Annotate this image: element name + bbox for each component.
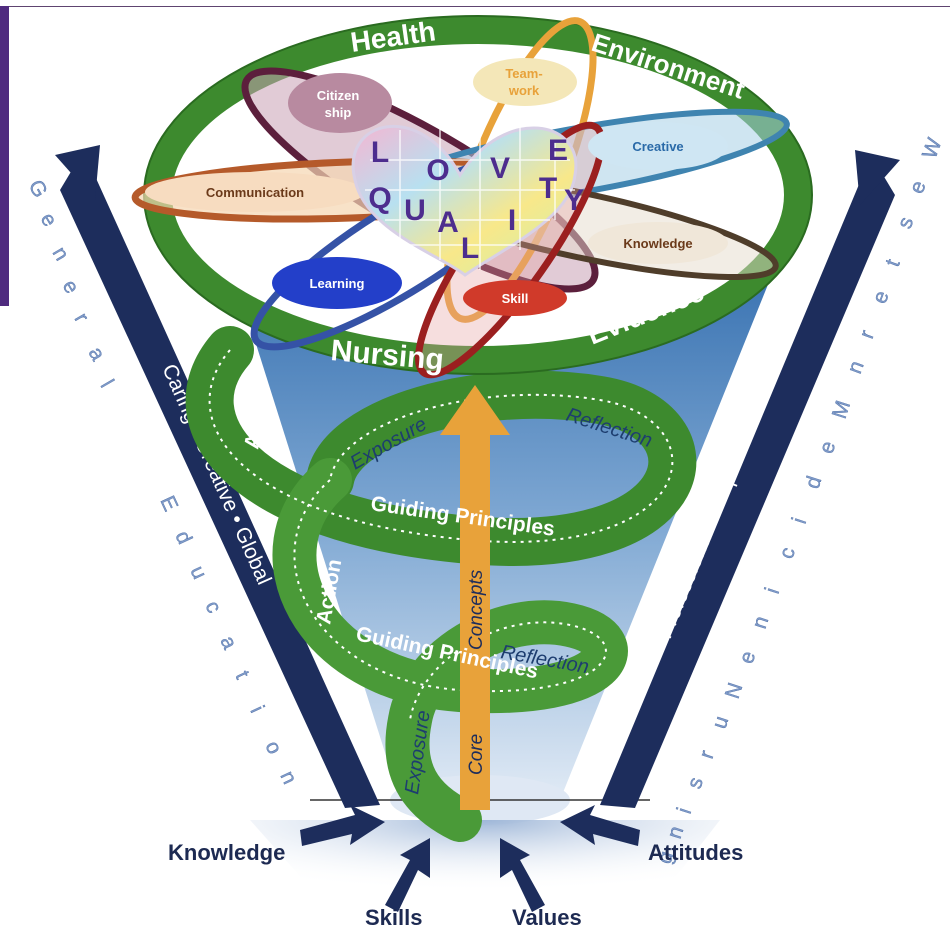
general-education-letter: r — [70, 309, 93, 327]
western-medicine-nursing-letter: e — [815, 438, 840, 456]
learning-label: Learning — [310, 276, 365, 291]
citizenship-blob — [288, 73, 392, 133]
general-education-letter: d — [170, 527, 196, 547]
general-education-letter: e — [58, 276, 84, 298]
western-medicine-nursing-letter: e — [905, 178, 931, 197]
western-medicine-nursing-letter: s — [683, 774, 708, 791]
spiral — [185, 326, 697, 842]
puzzle-lines — [365, 125, 575, 270]
input-arrows — [300, 805, 640, 912]
attitudes-input-arrow — [560, 805, 640, 846]
western-medicine-nursing-letter: N — [721, 680, 748, 702]
input-values: Values — [512, 905, 582, 928]
knowledge-input-arrow — [300, 805, 385, 846]
communication-label: Communication — [206, 185, 304, 200]
quality-letter: T — [539, 172, 557, 205]
western-medicine-nursing-letter: e — [735, 648, 760, 666]
general-education-letter: t — [230, 667, 253, 682]
right-arrow-head — [855, 150, 900, 205]
quality-letter: Q — [368, 182, 391, 215]
teamwork-blob — [473, 58, 577, 106]
skill-label: Skill — [502, 291, 529, 306]
western-medicine-nursing-letter: s — [893, 214, 918, 232]
western-medicine-nursing-letter: n — [843, 358, 869, 377]
general-education-letter: c — [200, 597, 225, 616]
western-medicine-nursing-letter: d — [801, 473, 826, 491]
general-education-letter: a — [84, 343, 110, 365]
input-knowledge: Knowledge — [168, 840, 285, 865]
right-arrow — [600, 170, 895, 808]
general-education-letter: e — [36, 209, 62, 231]
top-border — [0, 6, 950, 7]
western-medicine-nursing-letter: r — [695, 748, 719, 762]
general-education-letter: l — [96, 376, 118, 392]
left-arrow-head — [55, 145, 100, 200]
center-arrow-core: Core — [466, 734, 487, 775]
quality-letter: A — [437, 206, 459, 239]
creative-label: Creative — [632, 139, 683, 154]
left-arrow — [60, 165, 380, 808]
teamwork-label-2: work — [508, 83, 540, 98]
western-medicine-nursing-letter: c — [775, 544, 800, 561]
western-medicine-nursing-letter: i — [673, 805, 696, 817]
love-letter: E — [548, 134, 568, 167]
western-medicine-nursing-letter: M — [828, 398, 855, 422]
spiral-upper-action: Action — [240, 383, 274, 451]
sidebar-accent-bar — [0, 6, 9, 306]
center-arrow-head — [440, 385, 510, 435]
teamwork-label-1: Team- — [505, 66, 542, 81]
general-education-letter: u — [185, 562, 211, 582]
quality-letter: Y — [564, 184, 584, 217]
quality-letter: U — [404, 194, 426, 227]
general-education-letter: E — [155, 492, 182, 514]
skills-input-arrow — [385, 838, 430, 912]
spiral-upper-dots — [208, 349, 674, 543]
general-education-letter: n — [275, 767, 301, 787]
western-medicine-nursing-letter: n — [748, 613, 773, 631]
western-medicine-nursing-letter: u — [708, 713, 733, 731]
citizenship-label-1: Citizen — [317, 88, 360, 103]
values-input-arrow — [500, 838, 545, 912]
knowledge-label: Knowledge — [623, 236, 692, 251]
love-letter: V — [490, 152, 510, 185]
love-letter: O — [426, 154, 449, 187]
center-arrow-shaft — [460, 430, 490, 810]
creative-blob — [588, 122, 728, 170]
general-education-letter: G — [24, 176, 52, 202]
quality-letter: I — [508, 204, 516, 237]
general-education-letter: i — [245, 702, 268, 716]
communication-blob — [145, 172, 365, 212]
learning-blob — [272, 257, 402, 309]
love-letter: L — [371, 136, 389, 169]
general-education-letter: n — [48, 243, 74, 265]
base-glow — [250, 820, 720, 910]
center-arrow-concepts: Concepts — [466, 569, 487, 650]
knowledge-blob — [588, 222, 728, 264]
skill-blob — [463, 280, 567, 316]
western-medicine-nursing-letter: i — [788, 515, 811, 527]
general-education-letter: o — [260, 737, 286, 757]
western-medicine-nursing-letter: i — [761, 585, 784, 597]
citizenship-label-2: ship — [325, 105, 352, 120]
general-education-letter: a — [215, 632, 241, 653]
western-medicine-nursing-letter: e — [868, 288, 894, 307]
input-skills: Skills — [365, 905, 422, 928]
western-medicine-nursing-letter: t — [881, 256, 905, 270]
western-medicine-nursing-letter: r — [855, 327, 879, 341]
quality-letter: L — [461, 232, 479, 265]
input-attitudes: Attitudes — [648, 840, 743, 865]
western-medicine-nursing-letter: W — [918, 135, 946, 162]
